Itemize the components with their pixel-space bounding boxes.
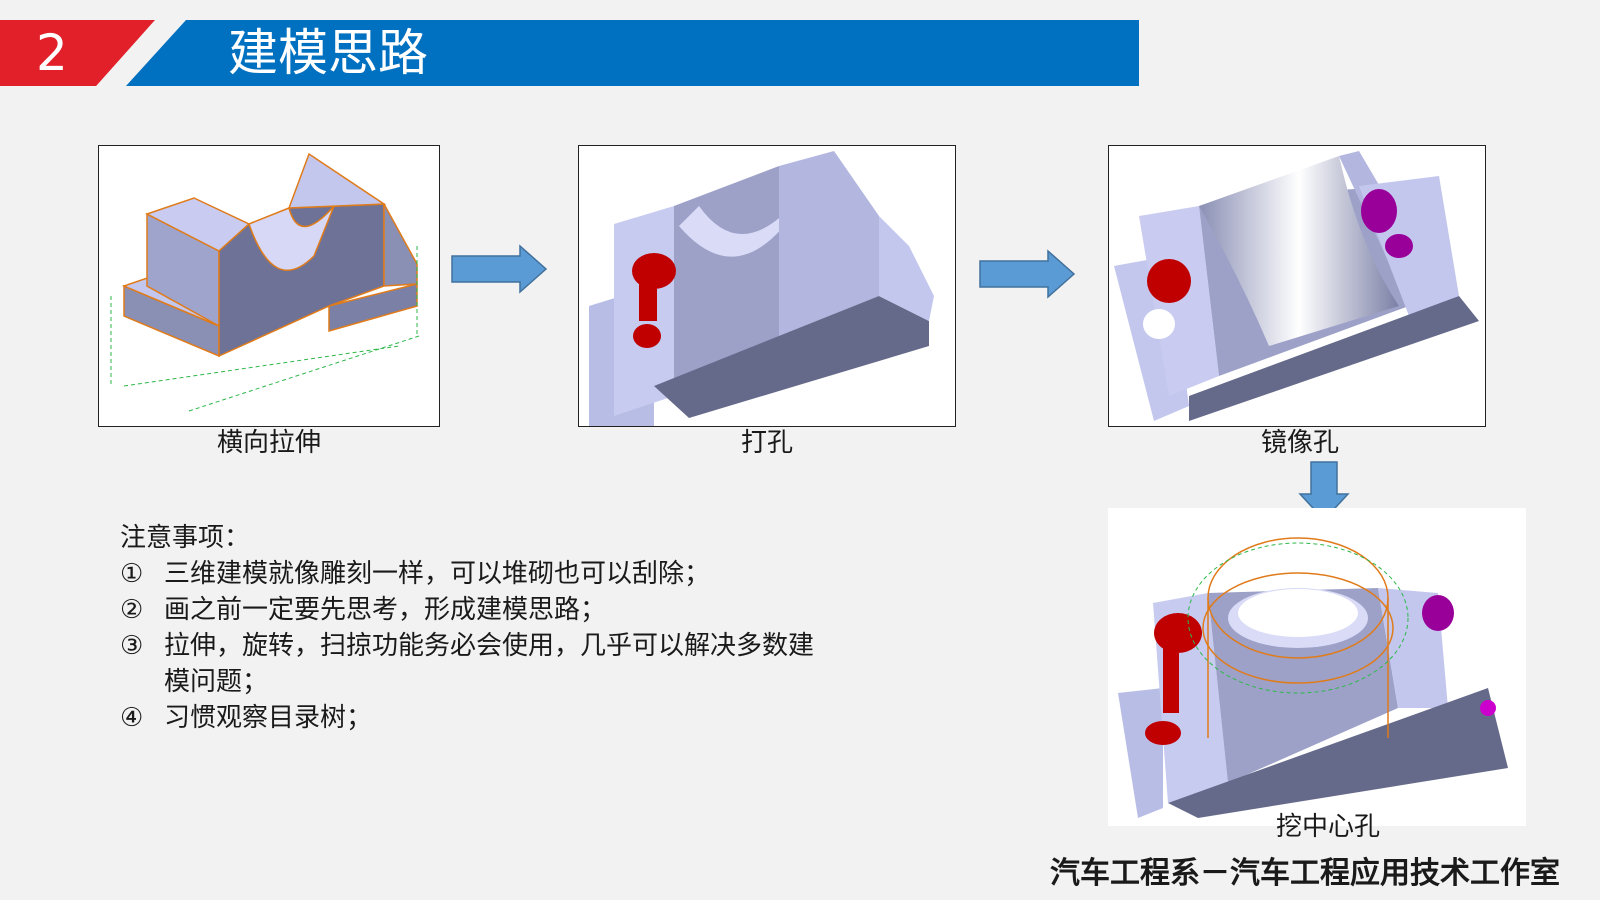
note-text: 三维建模就像雕刻一样，可以堆砌也可以刮除； [164,559,711,589]
section-number: 2 [36,24,68,82]
note-item: ② 画之前一定要先思考，形成建模思路； [120,592,814,628]
note-text: 拉伸，旋转，扫掠功能务必会使用，几乎可以解决多数建 [164,631,815,661]
notes-heading: 注意事项： [120,523,251,553]
note-number: ② [120,595,144,625]
note-item: ③ 拉伸，旋转，扫掠功能务必会使用，几乎可以解决多数建 [120,628,814,664]
note-item: ④ 习惯观察目录树； [120,700,814,736]
down-arrow-icon [1298,460,1350,526]
note-number: ④ [120,703,144,733]
title-bar [126,20,1139,86]
note-text: 习惯观察目录树； [164,703,373,733]
step2-model-image [578,145,956,427]
footer-department: 汽车工程系－汽车工程应用技术工作室 [1050,856,1560,891]
step4-model-image [1108,508,1526,826]
right-arrow-icon [978,248,1078,304]
note-item: ① 三维建模就像雕刻一样，可以堆砌也可以刮除； [120,556,814,592]
notes-section: 注意事项： ① 三维建模就像雕刻一样，可以堆砌也可以刮除； ② 画之前一定要先思… [120,520,814,736]
right-arrow-icon [450,243,550,299]
step3-model-image [1108,145,1486,427]
step1-model-image [98,145,440,427]
step1-caption: 横向拉伸 [216,428,321,458]
note-text: 模问题； [164,667,269,697]
step3-caption: 镜像孔 [1260,428,1339,458]
step2-caption: 打孔 [740,428,793,458]
note-number: ③ [120,631,144,661]
note-text: 画之前一定要先思考，形成建模思路； [164,595,607,625]
page-title: 建模思路 [228,24,428,82]
step4-caption: 挖中心孔 [1275,812,1380,842]
section-number-badge [0,20,155,86]
note-item-continuation: 模问题； [120,664,814,700]
note-number: ① [120,559,144,589]
